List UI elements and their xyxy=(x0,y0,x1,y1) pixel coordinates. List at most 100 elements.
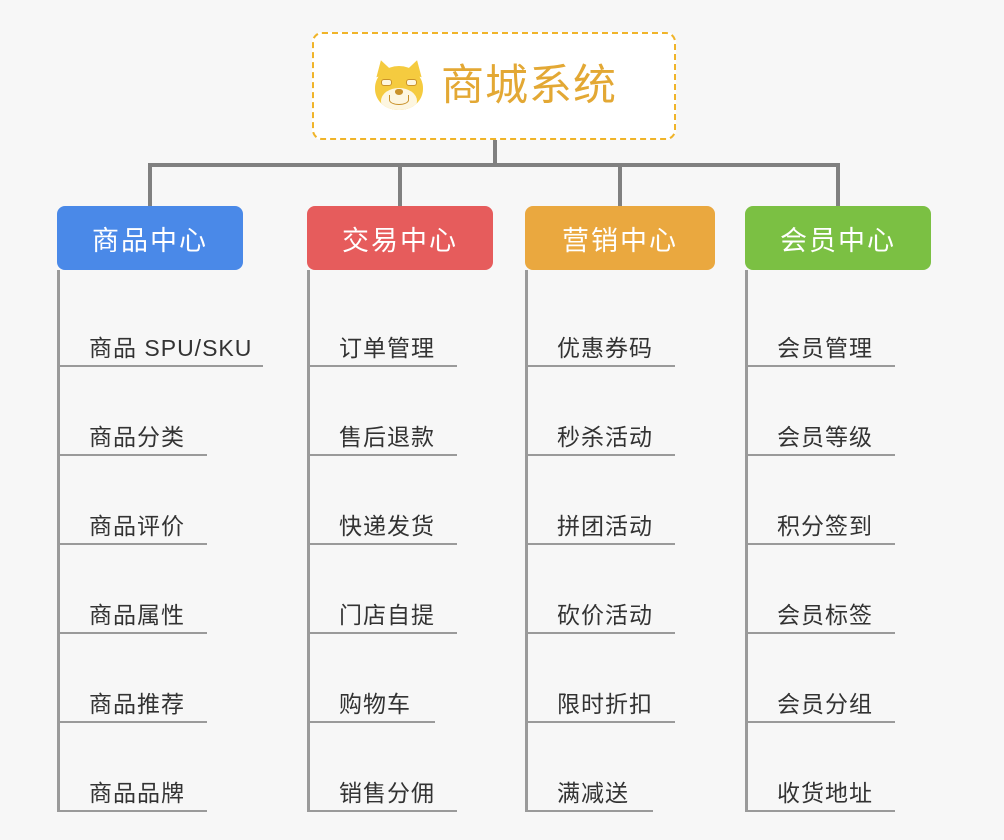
column-member-center: 会员中心会员管理会员等级积分签到会员标签会员分组收货地址 xyxy=(745,206,931,812)
leaf-underline xyxy=(525,632,675,634)
leaf-label: 销售分佣 xyxy=(339,779,435,806)
leaf-label: 会员标签 xyxy=(777,601,873,628)
spine-marketing-center xyxy=(525,270,528,812)
category-box-trade-center[interactable]: 交易中心 xyxy=(307,206,493,270)
leaf-list-product-center: 商品 SPU/SKU 商品分类商品评价商品属性商品推荐商品品牌 xyxy=(57,270,263,812)
leaf-label: 商品推荐 xyxy=(89,690,185,717)
leaf-item[interactable]: 购物车 xyxy=(307,634,493,723)
leaf-label: 商品评价 xyxy=(89,512,185,539)
category-box-marketing-center[interactable]: 营销中心 xyxy=(525,206,715,270)
category-label: 会员中心 xyxy=(780,225,896,256)
leaf-label: 砍价活动 xyxy=(557,601,653,628)
leaf-underline xyxy=(307,543,457,545)
leaf-underline xyxy=(307,721,435,723)
leaf-underline xyxy=(525,365,675,367)
leaf-underline xyxy=(745,810,895,812)
leaf-underline xyxy=(745,543,895,545)
leaf-label: 门店自提 xyxy=(339,601,435,628)
leaf-item[interactable]: 秒杀活动 xyxy=(525,367,715,456)
leaf-item[interactable]: 商品评价 xyxy=(57,456,243,545)
leaf-underline xyxy=(57,810,207,812)
leaf-item[interactable]: 会员标签 xyxy=(745,545,931,634)
leaf-list-marketing-center: 优惠券码秒杀活动拼团活动砍价活动限时折扣满减送 xyxy=(525,270,715,812)
leaf-underline xyxy=(57,721,207,723)
leaf-item[interactable]: 商品推荐 xyxy=(57,634,243,723)
leaf-underline xyxy=(57,632,207,634)
leaf-label: 拼团活动 xyxy=(557,512,653,539)
category-label: 交易中心 xyxy=(342,225,458,256)
connector-horizontal-bus xyxy=(149,163,839,167)
spine-member-center xyxy=(745,270,748,812)
leaf-label: 售后退款 xyxy=(339,423,435,450)
column-trade-center: 交易中心订单管理售后退款快递发货门店自提购物车销售分佣 xyxy=(307,206,493,812)
category-box-product-center[interactable]: 商品中心 xyxy=(57,206,243,270)
leaf-item[interactable]: 砍价活动 xyxy=(525,545,715,634)
leaf-item[interactable]: 拼团活动 xyxy=(525,456,715,545)
leaf-underline xyxy=(57,365,263,367)
leaf-item[interactable]: 门店自提 xyxy=(307,545,493,634)
leaf-label: 限时折扣 xyxy=(557,690,653,717)
leaf-underline xyxy=(525,454,675,456)
connector-drop-member-center xyxy=(836,163,840,206)
leaf-label: 会员分组 xyxy=(777,690,873,717)
spine-trade-center xyxy=(307,270,310,812)
leaf-underline xyxy=(525,543,675,545)
leaf-label: 商品品牌 xyxy=(89,779,185,806)
connector-root-stem xyxy=(493,140,497,165)
leaf-underline xyxy=(745,721,895,723)
leaf-item[interactable]: 销售分佣 xyxy=(307,723,493,812)
leaf-label: 会员管理 xyxy=(777,334,873,361)
leaf-item[interactable]: 会员分组 xyxy=(745,634,931,723)
leaf-item[interactable]: 商品属性 xyxy=(57,545,243,634)
connector-drop-product-center xyxy=(148,163,152,206)
leaf-underline xyxy=(745,454,895,456)
connector-drop-marketing-center xyxy=(618,163,622,206)
leaf-item[interactable]: 会员等级 xyxy=(745,367,931,456)
column-marketing-center: 营销中心优惠券码秒杀活动拼团活动砍价活动限时折扣满减送 xyxy=(525,206,715,812)
leaf-item[interactable]: 限时折扣 xyxy=(525,634,715,723)
leaf-label: 商品属性 xyxy=(89,601,185,628)
leaf-label: 购物车 xyxy=(339,690,411,717)
connector-drop-trade-center xyxy=(398,163,402,206)
root-node[interactable]: 商城系统 xyxy=(312,32,676,140)
leaf-item[interactable]: 订单管理 xyxy=(307,278,493,367)
leaf-underline xyxy=(745,365,895,367)
leaf-underline xyxy=(745,632,895,634)
leaf-label: 会员等级 xyxy=(777,423,873,450)
leaf-item[interactable]: 收货地址 xyxy=(745,723,931,812)
leaf-underline xyxy=(307,632,457,634)
leaf-underline xyxy=(525,810,653,812)
leaf-item[interactable]: 快递发货 xyxy=(307,456,493,545)
leaf-underline xyxy=(307,810,457,812)
leaf-item[interactable]: 会员管理 xyxy=(745,278,931,367)
leaf-label: 秒杀活动 xyxy=(557,423,653,450)
leaf-item[interactable]: 优惠券码 xyxy=(525,278,715,367)
leaf-label: 快递发货 xyxy=(339,512,435,539)
leaf-label: 积分签到 xyxy=(777,512,873,539)
leaf-list-member-center: 会员管理会员等级积分签到会员标签会员分组收货地址 xyxy=(745,270,931,812)
leaf-label: 商品分类 xyxy=(89,423,185,450)
column-product-center: 商品中心商品 SPU/SKU 商品分类商品评价商品属性商品推荐商品品牌 xyxy=(57,206,263,812)
leaf-underline xyxy=(525,721,675,723)
category-label: 营销中心 xyxy=(562,225,678,256)
leaf-item[interactable]: 满减送 xyxy=(525,723,715,812)
leaf-item[interactable]: 售后退款 xyxy=(307,367,493,456)
leaf-label: 订单管理 xyxy=(339,334,435,361)
leaf-item[interactable]: 商品 SPU/SKU xyxy=(57,278,263,367)
leaf-underline xyxy=(307,454,457,456)
leaf-item[interactable]: 商品品牌 xyxy=(57,723,243,812)
spine-product-center xyxy=(57,270,60,812)
shiba-inu-dog-icon xyxy=(371,57,427,114)
leaf-item[interactable]: 商品分类 xyxy=(57,367,243,456)
leaf-label: 优惠券码 xyxy=(557,334,653,361)
leaf-underline xyxy=(307,365,457,367)
root-title: 商城系统 xyxy=(441,61,617,110)
category-box-member-center[interactable]: 会员中心 xyxy=(745,206,931,270)
leaf-list-trade-center: 订单管理售后退款快递发货门店自提购物车销售分佣 xyxy=(307,270,493,812)
leaf-item[interactable]: 积分签到 xyxy=(745,456,931,545)
category-label: 商品中心 xyxy=(92,225,208,256)
leaf-underline xyxy=(57,454,207,456)
leaf-label: 商品 SPU/SKU xyxy=(89,334,253,361)
leaf-label: 满减送 xyxy=(557,779,629,806)
